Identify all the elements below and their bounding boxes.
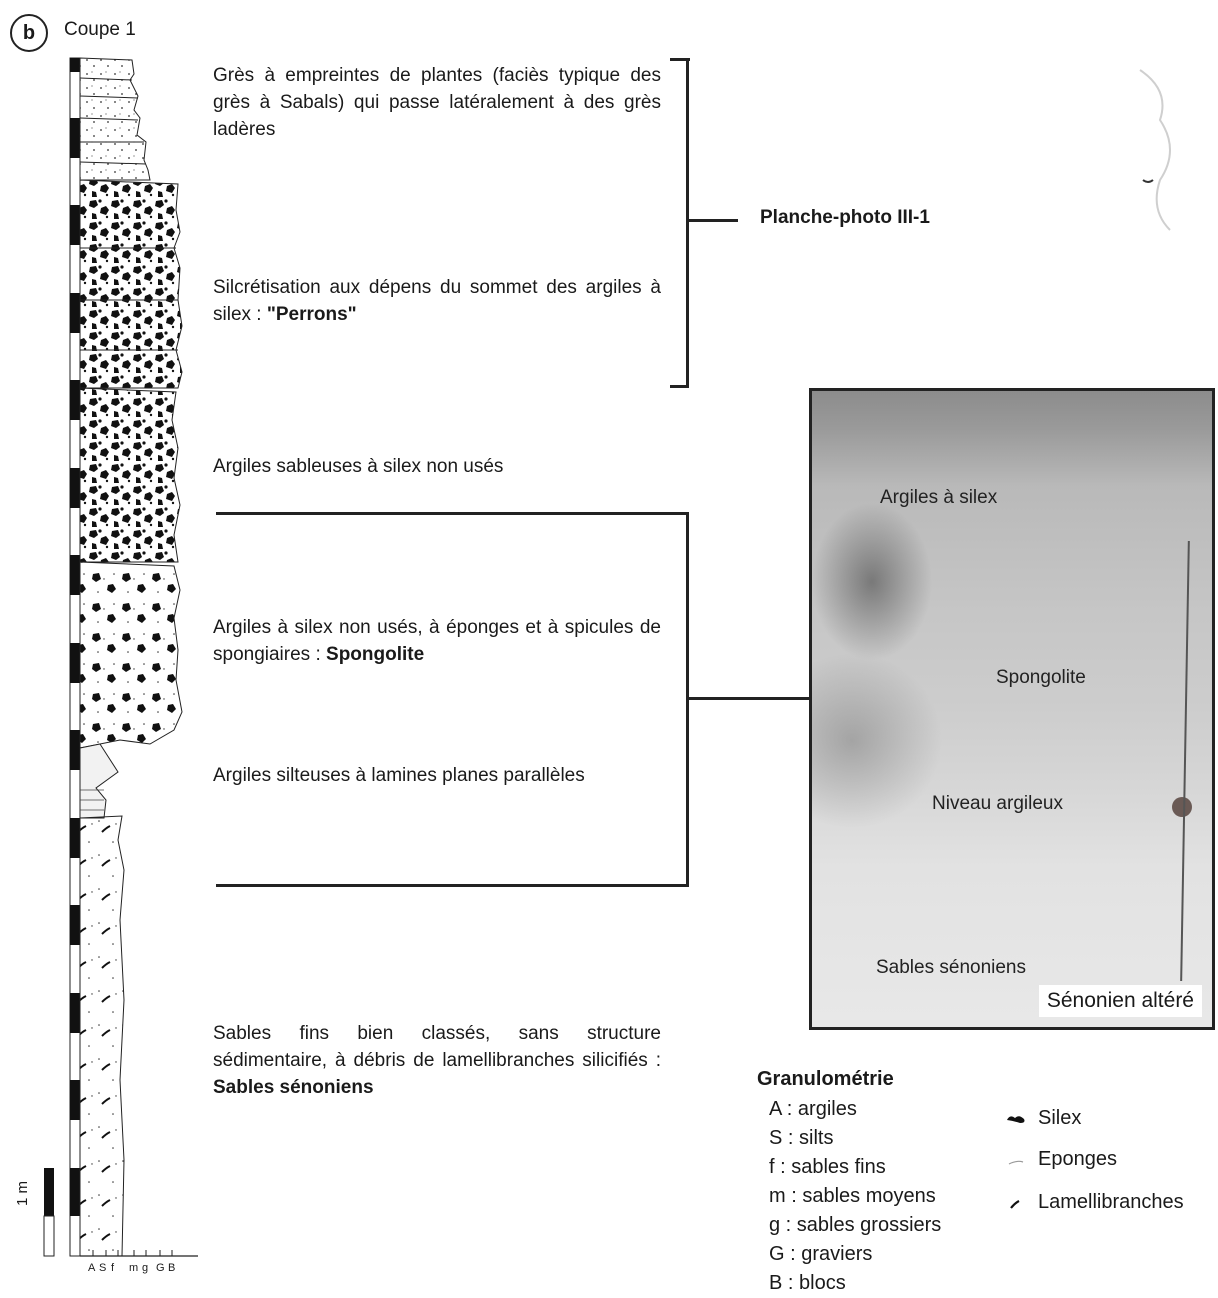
- depth-scale-bar: [69, 57, 81, 1257]
- outcrop-photo: Argiles à silex Spongolite Niveau argile…: [809, 388, 1215, 1030]
- lower-bracket-bottom: [216, 884, 689, 887]
- desc-sables: Sables fins bien classés, sans structure…: [213, 1020, 661, 1101]
- desc-sables-text: Sables fins bien classés, sans structure…: [213, 1023, 661, 1071]
- layer-sables-senoniens: [79, 815, 125, 1257]
- desc-argiles-eponges-text: Argiles à silex non usés, à éponges et à…: [213, 617, 661, 665]
- desc-silcretisation: Silcrétisation aux dépens du sommet des …: [213, 274, 661, 328]
- eponge-symbol-icon: [1008, 1160, 1024, 1165]
- lower-bracket-pointer: [688, 697, 810, 700]
- photo-label-argiles-silex: Argiles à silex: [880, 487, 998, 508]
- one-meter-label: 1 m: [14, 1180, 31, 1206]
- tick-A: A: [88, 1262, 96, 1274]
- symbol-label-silex: Silex: [1038, 1107, 1082, 1129]
- layer-argiles-silteuses: [79, 743, 119, 819]
- lower-bracket-top: [216, 512, 689, 515]
- symbol-label-eponges: Eponges: [1038, 1148, 1117, 1170]
- photo-label-spongolite: Spongolite: [996, 667, 1086, 688]
- section-title: Coupe 1: [64, 19, 136, 40]
- one-meter-scale: [44, 1168, 54, 1216]
- silex-symbol-icon: [1007, 1116, 1025, 1123]
- tick-B: B: [168, 1262, 176, 1274]
- layer-perrons: [79, 179, 183, 389]
- desc-argiles-eponges: Argiles à silex non usés, à éponges et à…: [213, 614, 661, 668]
- desc-gres: Grès à empreintes de plantes (faciès typ…: [213, 65, 661, 140]
- desc-sables-bold: Sables sénoniens: [213, 1077, 374, 1098]
- symbol-label-lamellibranches: Lamellibranches: [1038, 1191, 1184, 1213]
- tick-g: g: [142, 1262, 149, 1274]
- legend-title: Granulométrie: [757, 1068, 894, 1090]
- tick-m: m: [129, 1262, 139, 1274]
- bracket-top-cap: [670, 58, 690, 61]
- photo-tag: Sénonien altéré: [1038, 985, 1202, 1017]
- layer-spongolite: [79, 561, 183, 749]
- desc-argiles-eponges-bold: Spongolite: [326, 644, 425, 665]
- desc-silcretisation-text: Silcrétisation aux dépens du sommet des …: [213, 277, 661, 325]
- section-badge: b: [10, 14, 48, 52]
- layer-argiles-sableuses: [79, 387, 181, 563]
- desc-argiles-silteuses: Argiles silteuses à lamines planes paral…: [213, 765, 585, 786]
- photo-measuring-stick: [1180, 541, 1190, 981]
- tick-G: G: [156, 1262, 165, 1274]
- tick-f: f: [111, 1262, 115, 1274]
- legend-item-sables-fins: f : sables fins: [769, 1156, 886, 1178]
- desc-argiles-sableuses: Argiles sableuses à silex non usés: [213, 456, 504, 477]
- legend-item-argiles: A : argiles: [769, 1098, 857, 1120]
- legend-item-sables-moyens: m : sables moyens: [769, 1185, 936, 1207]
- stratigraphic-column: [43, 57, 198, 1257]
- faint-sketch: [1139, 69, 1171, 231]
- legend-item-graviers: G : graviers: [769, 1243, 873, 1265]
- bracket-upper-vertical: [686, 58, 689, 388]
- bracket-bottom-cap: [670, 385, 689, 388]
- legend-item-blocs: B : blocs: [769, 1272, 846, 1294]
- desc-silcretisation-bold: "Perrons": [266, 304, 357, 325]
- bracket-pointer: [688, 219, 738, 222]
- photo-label-niveau-argileux: Niveau argileux: [932, 793, 1063, 814]
- legend-item-silts: S : silts: [769, 1127, 834, 1149]
- photo-scale-marker: [1172, 797, 1192, 817]
- lamellibranche-symbol-icon: [1010, 1200, 1020, 1209]
- lower-bracket-vertical: [686, 512, 689, 887]
- planche-photo-label: Planche-photo III-1: [760, 207, 930, 228]
- photo-label-sables-senoniens: Sables sénoniens: [876, 957, 1026, 978]
- legend-item-sables-grossiers: g : sables grossiers: [769, 1214, 942, 1236]
- tick-S: S: [99, 1262, 107, 1274]
